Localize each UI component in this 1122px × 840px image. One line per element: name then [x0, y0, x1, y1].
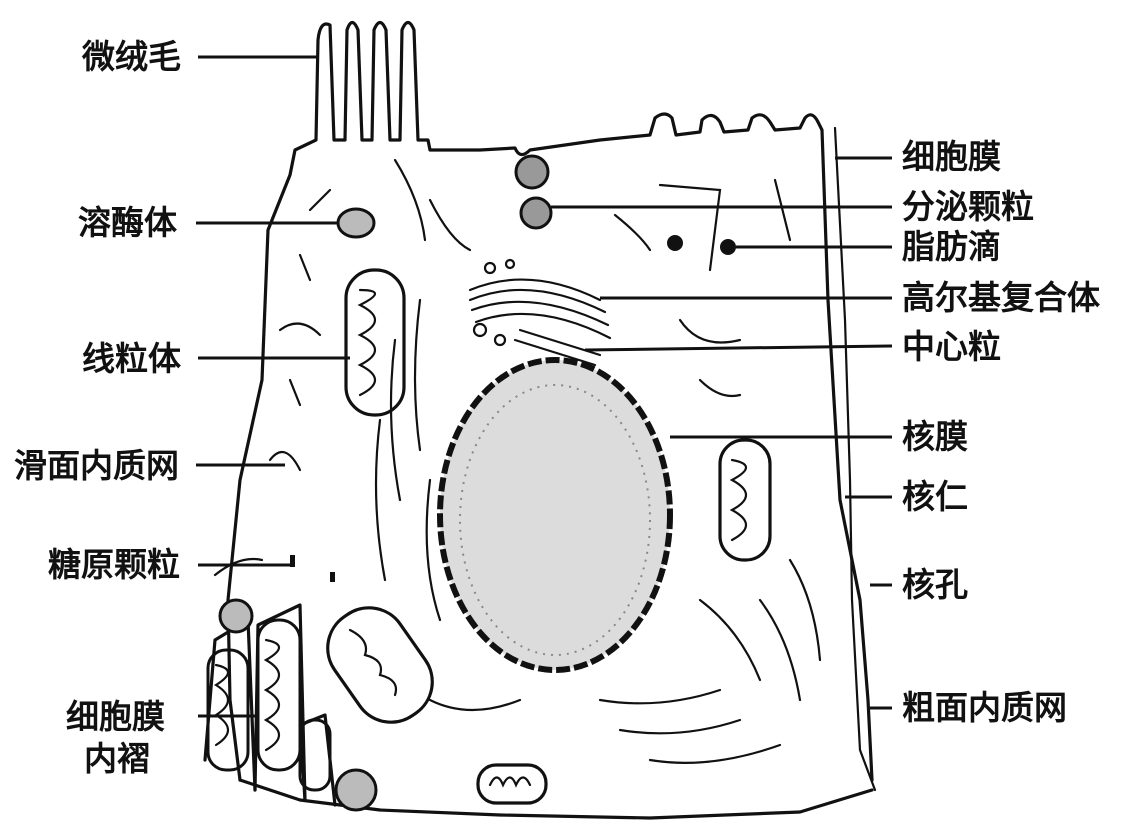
label-rough-er: 粗面内质网 [902, 691, 1067, 724]
adjacent-membrane [835, 128, 875, 790]
lipid-droplet [720, 239, 736, 255]
label-glycogen: 糖原颗粒 [48, 548, 180, 581]
label-nuclear-envelope: 核膜 [902, 420, 968, 453]
lysosome [338, 209, 374, 237]
label-cell-membrane: 细胞膜 [902, 140, 1001, 173]
mitochondrion [478, 765, 546, 803]
secretory-granule-fusing [516, 156, 548, 188]
mitochondrion [720, 440, 770, 560]
label-mitochondria: 线粒体 [82, 342, 181, 375]
label-infolding-line2: 内褶 [84, 742, 150, 775]
label-smooth-er: 滑面内质网 [14, 449, 179, 482]
mitochondrion [313, 593, 447, 737]
nucleus [440, 360, 670, 670]
label-infolding-line1: 细胞膜 [66, 700, 165, 733]
label-golgi: 高尔基复合体 [902, 281, 1100, 314]
secretory-granule [521, 198, 551, 228]
label-lipid-droplet: 脂肪滴 [902, 230, 1001, 263]
label-secretory-granule: 分泌颗粒 [902, 190, 1034, 223]
label-nucleolus: 核仁 [902, 480, 968, 513]
label-lysosome: 溶酶体 [78, 206, 177, 239]
label-centriole: 中心粒 [902, 330, 1001, 363]
lipid-droplet [667, 235, 683, 251]
label-microvilli: 微绒毛 [82, 40, 181, 73]
label-nuclear-pore: 核孔 [902, 568, 968, 601]
